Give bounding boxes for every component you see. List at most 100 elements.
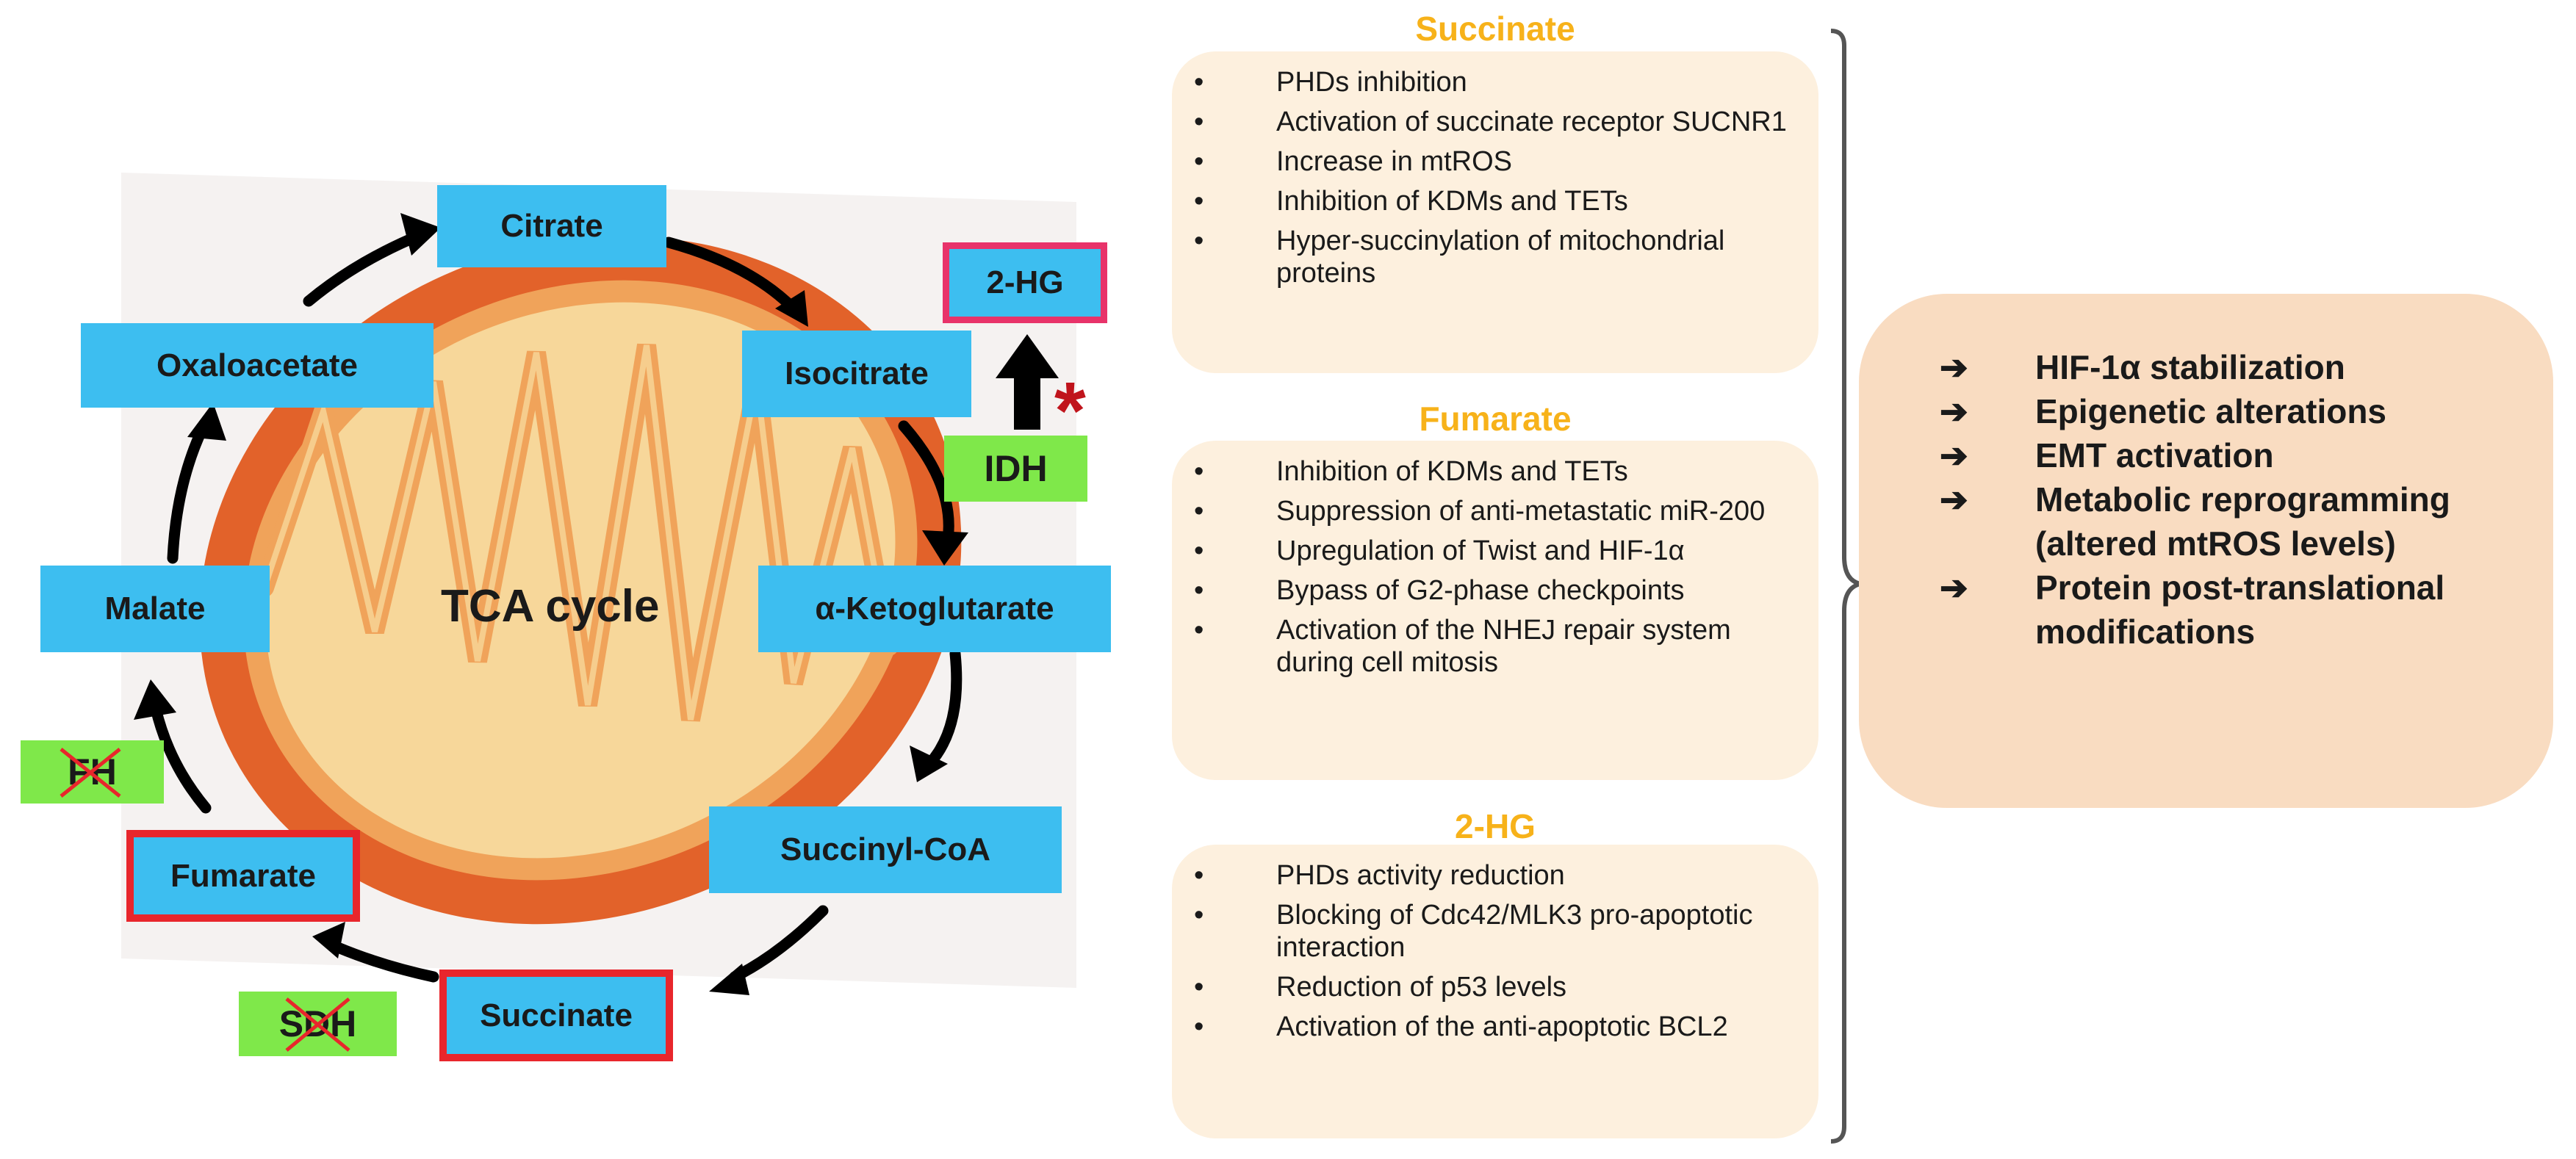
- bullet-icon: •: [1194, 575, 1204, 606]
- node-isocitrate: Isocitrate: [742, 331, 971, 417]
- two-hg-effects-list: •PHDs activity reduction •Blocking of Cd…: [1187, 859, 1789, 1043]
- list-item-text: HIF-1α stabilization: [2035, 348, 2345, 386]
- list-item: • Activation of the anti-apoptotic BCL2: [1187, 1011, 1789, 1043]
- bullet-icon: •: [1194, 225, 1204, 256]
- list-item: • Reduction of p53 levels: [1187, 971, 1789, 1003]
- bullet-icon: •: [1194, 535, 1204, 566]
- node-fumarate: Fumarate: [126, 830, 360, 922]
- list-item: • Inhibition of KDMs and TETs: [1187, 185, 1789, 217]
- bullet-icon: •: [1194, 972, 1204, 1003]
- list-item-text: PHDs inhibition: [1276, 67, 1467, 98]
- list-item-text: Hyper-succinylation of mitochondrial pro…: [1276, 225, 1725, 289]
- list-item-text: PHDs activity reduction: [1276, 860, 1565, 891]
- list-item: • Blocking of Cdc42/MLK3 pro-apoptotic in…: [1187, 899, 1789, 964]
- list-item: • Hyper-succinylation of mitochondrial pr…: [1187, 225, 1789, 289]
- panel-fumarate: • Inhibition of KDMs and TETs • Suppressio…: [1172, 441, 1818, 780]
- bullet-icon: •: [1194, 615, 1204, 646]
- arrow-right-icon: ➔: [1940, 392, 1968, 430]
- list-item: ➔ HIF-1α stabilization: [1940, 345, 2524, 389]
- list-item-text: Reduction of p53 levels: [1276, 972, 1567, 1003]
- node-alpha-ketoglutarate-label: α-Ketoglutarate: [815, 591, 1054, 627]
- arrow-right-icon: ➔: [1940, 436, 1968, 474]
- node-alpha-ketoglutarate: α-Ketoglutarate: [758, 566, 1111, 652]
- list-item-text: Protein post-translational modifications: [2035, 568, 2445, 651]
- enzyme-idh: IDH: [944, 436, 1087, 502]
- bullet-icon: •: [1194, 1011, 1204, 1042]
- downstream-effects-list: ➔ HIF-1α stabilization ➔ Epigenetic altera…: [1940, 345, 2524, 654]
- idh-up-arrow: [996, 334, 1059, 430]
- node-succinate-label: Succinate: [480, 997, 633, 1033]
- arrow-oxaloacetate-to-citrate: [303, 233, 417, 307]
- arrow-malate-to-oxaloacetate: [167, 424, 208, 564]
- node-succinyl-coa-label: Succinyl-CoA: [780, 831, 991, 867]
- node-succinate: Succinate: [439, 970, 673, 1061]
- bullet-icon: •: [1194, 106, 1204, 137]
- list-item-text: Blocking of Cdc42/MLK3 pro-apoptotic int…: [1276, 900, 1753, 963]
- list-item-text: Inhibition of KDMs and TETs: [1276, 186, 1628, 217]
- list-item-text: EMT activation: [2035, 436, 2274, 474]
- mutation-star-icon: *: [1054, 366, 1086, 456]
- bullet-icon: •: [1194, 186, 1204, 217]
- node-oxaloacetate-label: Oxaloacetate: [156, 347, 358, 383]
- bullet-icon: •: [1194, 67, 1204, 98]
- downstream-effects-panel: ➔ HIF-1α stabilization ➔ Epigenetic altera…: [1859, 294, 2553, 808]
- fumarate-effects-list: • Inhibition of KDMs and TETs • Suppressio…: [1187, 455, 1789, 679]
- list-item: • Activation of the NHEJ repair system du…: [1187, 614, 1789, 679]
- list-item: • Inhibition of KDMs and TETs: [1187, 455, 1789, 488]
- node-citrate-label: Citrate: [500, 208, 603, 244]
- enzyme-idh-label: IDH: [984, 448, 1048, 489]
- node-citrate: Citrate: [437, 185, 666, 267]
- list-item-text: Inhibition of KDMs and TETs: [1276, 456, 1628, 487]
- arrow-right-icon: ➔: [1940, 348, 1968, 386]
- node-succinyl-coa: Succinyl-CoA: [709, 806, 1062, 893]
- bullet-icon: •: [1194, 146, 1204, 177]
- list-item: • PHDs inhibition: [1187, 66, 1789, 98]
- bullet-icon: •: [1194, 456, 1204, 487]
- section-title-succinate: Succinate: [1415, 10, 1575, 48]
- succinate-effects-list: • PHDs inhibition • Activation of succina…: [1187, 66, 1789, 289]
- list-item: •Increase in mtROS: [1187, 145, 1789, 178]
- list-item-text: Activation of the NHEJ repair system dur…: [1276, 615, 1731, 678]
- section-title-fumarate: Fumarate: [1419, 400, 1572, 438]
- crossed-out-icon: [285, 997, 350, 1052]
- list-item-text: Metabolic reprogramming (altered mtROS l…: [2035, 480, 2450, 563]
- enzyme-sdh: SDH: [239, 992, 397, 1056]
- list-item: ➔ EMT activation: [1940, 433, 2524, 477]
- list-item: • Activation of succinate receptor SUCNR1: [1187, 106, 1789, 138]
- arrow-succinate-to-fumarate: [332, 942, 439, 983]
- list-item: • Upregulation of Twist and HIF-1α: [1187, 535, 1789, 567]
- arrowheads: [134, 213, 968, 995]
- bullet-icon: •: [1194, 900, 1204, 931]
- node-malate: Malate: [40, 566, 270, 652]
- arrow-succinylcoa-to-succinate: [729, 905, 829, 983]
- list-item: ➔Protein post-translational modification…: [1940, 566, 2524, 654]
- enzyme-fh: FH: [21, 740, 164, 804]
- arrow-right-icon: ➔: [1940, 480, 1968, 519]
- node-oxaloacetate: Oxaloacetate: [81, 323, 433, 408]
- arrow-fumarate-to-malate: [150, 703, 212, 814]
- node-2hg-label: 2-HG: [986, 264, 1064, 300]
- list-item-text: Bypass of G2-phase checkpoints: [1276, 575, 1685, 606]
- node-fumarate-label: Fumarate: [170, 857, 317, 894]
- node-2hg: 2-HG: [943, 242, 1107, 323]
- panel-2hg: •PHDs activity reduction •Blocking of Cd…: [1172, 845, 1818, 1138]
- list-item-text: Activation of succinate receptor SUCNR1: [1276, 106, 1787, 137]
- list-item-text: Upregulation of Twist and HIF-1α: [1276, 535, 1685, 566]
- list-item: • Suppression of anti-metastatic miR-200: [1187, 495, 1789, 527]
- node-isocitrate-label: Isocitrate: [785, 355, 929, 391]
- list-item: ➔ Epigenetic alterations: [1940, 389, 2524, 433]
- crossed-out-icon: [60, 748, 121, 798]
- list-item: • Bypass of G2-phase checkpoints: [1187, 574, 1789, 607]
- node-malate-label: Malate: [104, 591, 206, 627]
- cycle-arrows: [150, 233, 963, 983]
- bullet-icon: •: [1194, 496, 1204, 527]
- list-item-text: Epigenetic alterations: [2035, 392, 2387, 430]
- tca-cycle-label: TCA cycle: [441, 581, 660, 632]
- list-item: •PHDs activity reduction: [1187, 859, 1789, 892]
- panel-succinate: • PHDs inhibition • Activation of succina…: [1172, 51, 1818, 373]
- list-item-text: Suppression of anti-metastatic miR-200: [1276, 496, 1766, 527]
- arrow-akg-to-succinylcoa: [924, 648, 963, 770]
- list-item-text: Activation of the anti-apoptotic BCL2: [1276, 1011, 1728, 1042]
- arrow-citrate-to-isocitrate: [663, 237, 799, 314]
